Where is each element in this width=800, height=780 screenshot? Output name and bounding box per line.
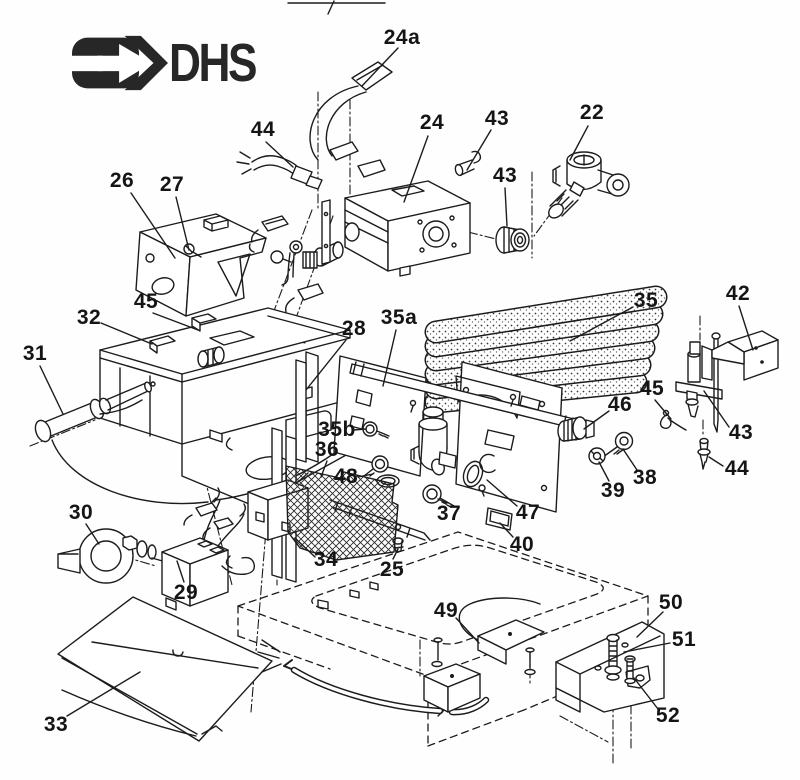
- callout-34: 34: [313, 548, 339, 571]
- callout-40: 40: [509, 533, 535, 556]
- callout-44-top: 44: [250, 118, 276, 141]
- callout-31: 31: [22, 342, 48, 365]
- part-44-lead-wire: [236, 151, 323, 190]
- callout-51: 51: [671, 628, 697, 651]
- callout-44-igniter: 44: [724, 457, 750, 480]
- logo-text: DHS: [169, 33, 258, 93]
- callout-22: 22: [579, 101, 605, 124]
- callout-26: 26: [109, 169, 135, 192]
- callout-48: 48: [333, 465, 359, 488]
- callout-35: 35: [633, 289, 659, 312]
- callout-42: 42: [725, 282, 751, 305]
- callout-39: 39: [600, 479, 626, 502]
- callout-50: 50: [658, 591, 684, 614]
- callout-24a: 24a: [383, 26, 421, 49]
- part-49-cable-assembly: [257, 597, 545, 717]
- callout-52: 52: [655, 704, 681, 727]
- part-38-bolt: [602, 431, 634, 458]
- part-45-pilot-tube: [659, 409, 687, 431]
- callout-33: 33: [43, 713, 69, 736]
- callout-28: 28: [341, 317, 367, 340]
- part-46-orifice: [557, 416, 595, 442]
- arrow-right-icon: [72, 35, 168, 91]
- callout-45-left: 45: [133, 290, 159, 313]
- callout-45-right: 45: [639, 377, 665, 400]
- dhs-logo: DHS: [72, 32, 274, 94]
- part-43-sensor: [454, 150, 482, 177]
- part-36-burner: [225, 437, 399, 569]
- callout-27: 27: [159, 173, 185, 196]
- part-43-flare-nut: [495, 226, 530, 254]
- part-39-washer: [588, 447, 606, 465]
- callout-25: 25: [379, 558, 405, 581]
- callout-32: 32: [76, 306, 102, 329]
- callout-24: 24: [419, 111, 445, 134]
- part-42-bracket: [711, 330, 779, 381]
- callout-30: 30: [68, 501, 94, 524]
- part-base-pan-outline: [237, 531, 649, 747]
- part-22-gas-cock: [548, 151, 630, 219]
- leader-lines: [39, 47, 754, 717]
- part-24a-wiring-harness: [309, 61, 393, 178]
- part-30-knob: [57, 528, 134, 584]
- callout-43-nut: 43: [492, 164, 518, 187]
- part-43-pilot-assembly: [675, 332, 723, 433]
- callout-49: 49: [433, 599, 459, 622]
- callout-43-sensor: 43: [484, 107, 510, 130]
- part-44-igniter: [697, 437, 711, 470]
- callout-36: 36: [314, 438, 340, 461]
- part-26-cover: [135, 213, 267, 317]
- part-52-screw: [624, 655, 636, 685]
- callout-37: 37: [436, 502, 462, 525]
- callout-29: 29: [173, 581, 199, 604]
- part-24-gas-valve: [302, 180, 471, 277]
- callout-47: 47: [515, 501, 541, 524]
- callout-38: 38: [632, 466, 658, 489]
- callout-43-pilot: 43: [728, 421, 754, 444]
- callout-35a: 35a: [380, 306, 418, 329]
- callout-35b: 35b: [318, 418, 356, 441]
- part-51-screw: [604, 633, 622, 681]
- part-33-panel: [57, 596, 273, 742]
- callout-46: 46: [607, 393, 633, 416]
- part-terminal-plugs: [248, 215, 324, 313]
- part-29-switch: [122, 487, 256, 611]
